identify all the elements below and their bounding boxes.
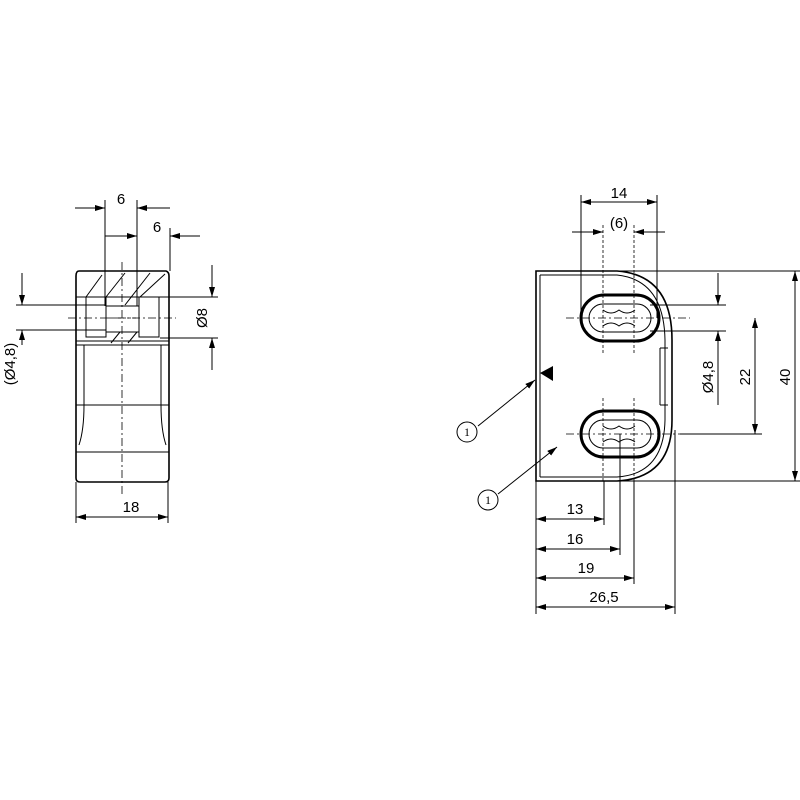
side-view: 6 6 Ø8 (Ø4,8) 18 (2, 191, 218, 523)
dim-slot-length: (6) (610, 215, 628, 232)
front-body-outline (535, 270, 673, 482)
dim-top-1: 6 (117, 191, 125, 208)
dim-bore-dia: (Ø4,8) (2, 343, 19, 386)
dim-16: 16 (567, 531, 584, 548)
dim-slot-dia: Ø4,8 (700, 361, 717, 394)
dim-slot-pitch: 22 (737, 369, 754, 386)
dim-26-5: 26,5 (589, 589, 618, 606)
callout-circle-2 (477, 489, 499, 511)
triangle-marker-icon (540, 366, 553, 381)
dim-hole-dia: Ø8 (194, 308, 211, 328)
callout-1: 1 (464, 425, 470, 439)
callout-circle-1 (456, 421, 478, 443)
dim-slot-span: 14 (611, 185, 628, 202)
dim-13: 13 (567, 501, 584, 518)
dim-width: 18 (123, 499, 140, 516)
dim-height: 40 (777, 369, 794, 386)
dim-top-2: 6 (153, 219, 161, 236)
dim-19: 19 (578, 560, 595, 577)
callout-2: 1 (485, 493, 491, 507)
side-body-outline (75, 270, 170, 483)
front-view: 14 (6) Ø4,8 22 40 13 16 19 26,5 (456, 185, 800, 614)
